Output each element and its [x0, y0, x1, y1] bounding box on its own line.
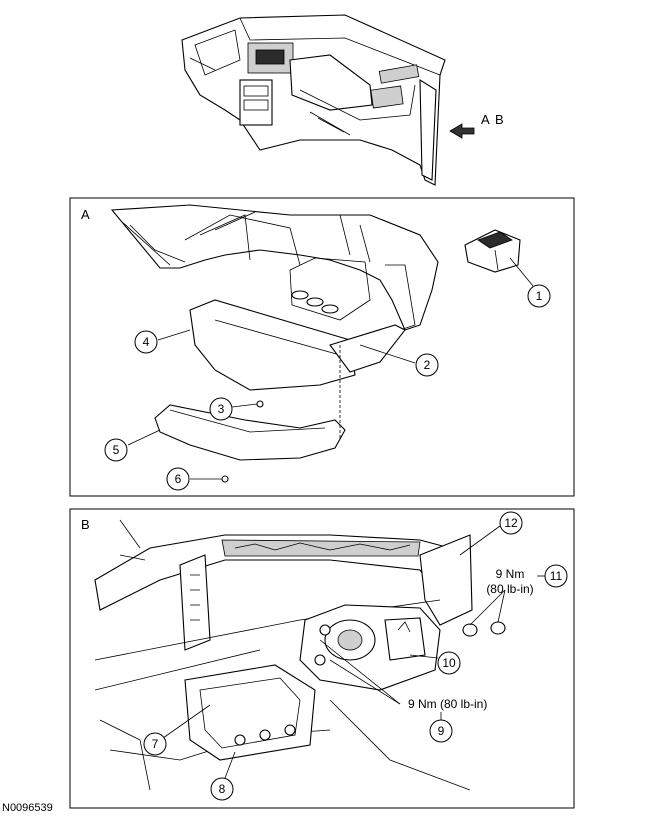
callout-9: 9: [438, 724, 445, 738]
bracket-bolts: [462, 621, 506, 637]
panel-a-leader-lines: [127, 257, 534, 480]
instrument-panel-overview: [181, 14, 446, 186]
switch-module: [464, 229, 521, 273]
panel-a-lower-trim: [189, 299, 406, 391]
airbag-module: [299, 604, 441, 691]
callout-10: 10: [442, 656, 456, 670]
callout-1: 1: [536, 289, 543, 303]
panel-a-callouts: 1 2 3 4 5 6: [104, 284, 551, 491]
torque-spec-9: 9 Nm (80 lb-in): [408, 697, 487, 711]
callout-6: 6: [175, 472, 182, 486]
callout-4: 4: [143, 335, 150, 349]
panel-a-knee-bolster: [154, 404, 346, 461]
view-label-b: B: [495, 112, 504, 127]
panel-b-dash-structure: [94, 519, 473, 791]
callout-3: 3: [218, 402, 225, 416]
panel-b-callouts: 7 8 9 10 11 12: [143, 511, 568, 801]
panel-b-label: B: [81, 517, 90, 532]
panel-a-frame: [69, 197, 575, 497]
callout-7: 7: [152, 737, 159, 751]
panel-a-dash-structure: [110, 204, 439, 331]
callout-11: 11: [550, 569, 563, 583]
figure-id: N0096539: [2, 802, 53, 814]
panel-b-frame: [69, 508, 575, 809]
torque-spec-11-line2: (80 lb-in): [486, 582, 533, 596]
glove-box-bin: [184, 664, 316, 761]
callout-5: 5: [113, 443, 120, 457]
callout-8: 8: [219, 782, 226, 796]
callout-2: 2: [424, 358, 431, 372]
panel-b-leader-lines: [155, 525, 545, 779]
view-arrow: [449, 123, 475, 139]
panel-a-label: A: [81, 207, 90, 222]
torque-spec-11-line1: 9 Nm: [496, 567, 525, 581]
view-label-a: A: [481, 112, 490, 127]
callout-12: 12: [504, 516, 518, 530]
